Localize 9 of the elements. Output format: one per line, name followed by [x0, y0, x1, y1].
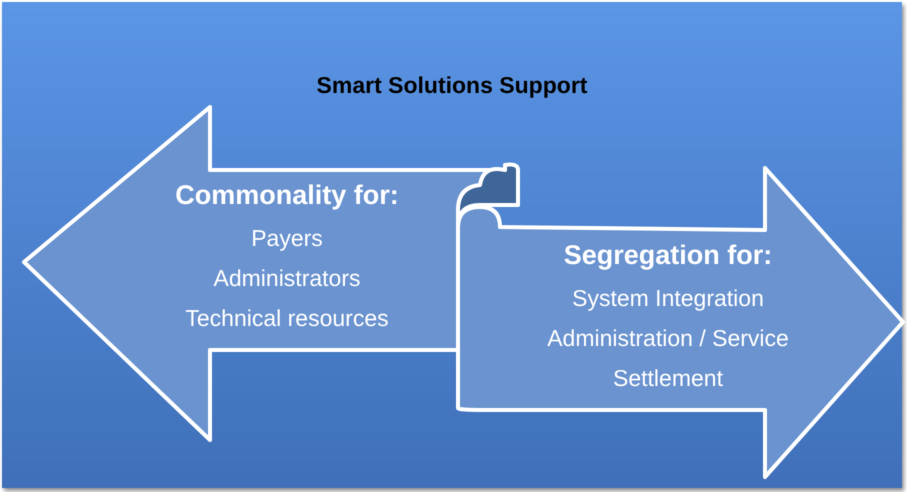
list-item: Technical resources	[185, 305, 389, 331]
list-item: Settlement	[613, 365, 723, 391]
arrow-heading: Segregation for:	[564, 240, 772, 270]
list-item: Administrators	[214, 265, 360, 291]
panel-title: Smart Solutions Support	[316, 72, 588, 98]
arrow-heading: Commonality for:	[175, 180, 399, 210]
list-item: System Integration	[572, 285, 764, 311]
list-item: Payers	[251, 225, 323, 251]
list-item: Administration / Service	[547, 325, 789, 351]
